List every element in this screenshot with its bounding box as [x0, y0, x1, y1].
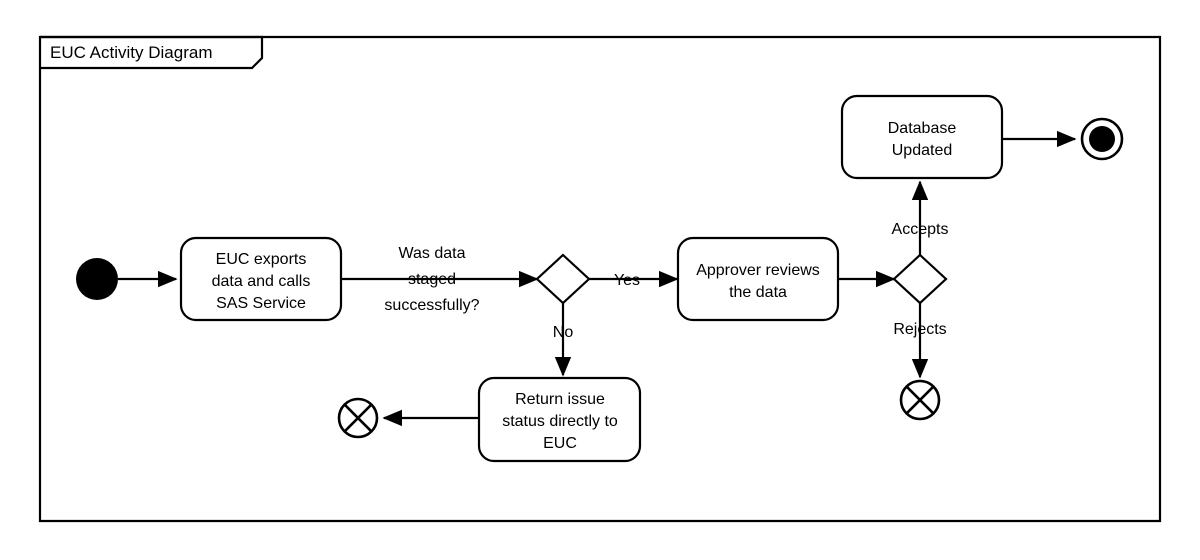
decision-node-approval[interactable] [892, 253, 948, 305]
activity-euc-exports-line1: EUC exports [216, 251, 307, 268]
edge-label-yes: Yes [614, 272, 640, 289]
decision-diamond-data-staged-icon [535, 253, 591, 305]
activity-return-issue-line3: EUC [543, 435, 577, 452]
initial-node-circle-icon [76, 258, 118, 300]
flow-final-node-right[interactable] [899, 379, 941, 421]
activity-database-updated-line1: Database [888, 120, 957, 137]
flow-final-node-left[interactable] [337, 397, 379, 439]
activity-euc-exports-line2: data and calls [212, 273, 311, 290]
diagram-frame: EUC Activity Diagram [38, 35, 1162, 523]
flow-final-left-x-stroke-2-icon [343, 403, 373, 433]
final-node[interactable] [1080, 117, 1124, 161]
edge-label-no: No [553, 324, 574, 341]
edge-label-rejects: Rejects [893, 321, 946, 338]
activity-approver-reviews[interactable]: Approver reviews the data [676, 236, 840, 322]
activity-database-updated-box [840, 94, 1004, 180]
activity-approver-reviews-box [676, 236, 840, 322]
activity-euc-exports-data[interactable]: EUC exports data and calls SAS Service [179, 236, 343, 322]
activity-return-issue-line2: status directly to [502, 413, 618, 430]
initial-node[interactable] [76, 258, 118, 300]
frame-title-label: EUC Activity Diagram [50, 43, 212, 62]
decision-node-data-staged[interactable] [535, 253, 591, 305]
edge-label-was-data-staged-line3: successfully? [384, 297, 479, 314]
activity-database-updated-line2: Updated [892, 142, 953, 159]
activity-euc-exports-box [179, 236, 343, 322]
activity-approver-reviews-line2: the data [729, 284, 787, 301]
frame-title-tab [40, 35, 264, 70]
edge-layer [118, 130, 1077, 427]
edge-label-was-data-staged-line2: staged [408, 271, 456, 288]
activity-database-updated[interactable]: Database Updated [840, 94, 1004, 180]
activity-return-issue-box [477, 376, 642, 463]
final-node-inner-circle-icon [1089, 126, 1115, 152]
decision-diamond-approval-icon [892, 253, 948, 305]
edge-label-layer: Was data staged successfully? Yes No Acc… [384, 221, 948, 341]
edge-label-was-data-staged-line1: Was data [399, 245, 466, 262]
activity-return-issue-line1: Return issue [515, 391, 605, 408]
activity-euc-exports-line3: SAS Service [216, 295, 306, 312]
edge-label-accepts: Accepts [892, 221, 949, 238]
activity-approver-reviews-line1: Approver reviews [696, 262, 820, 279]
flow-final-right-x-stroke-2-icon [905, 385, 935, 415]
frame-border [38, 35, 1162, 523]
activity-return-issue-status[interactable]: Return issue status directly to EUC [477, 376, 642, 463]
